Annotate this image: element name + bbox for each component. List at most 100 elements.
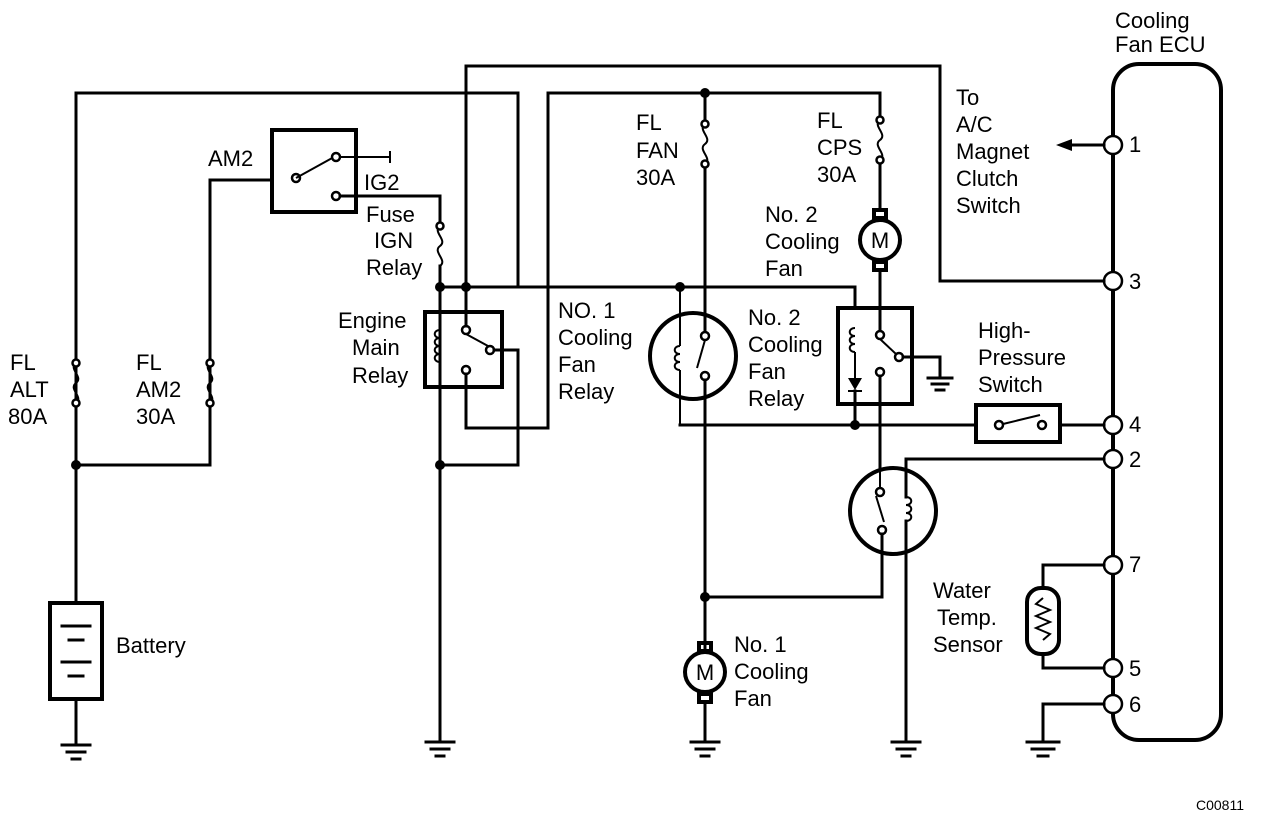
fuse-ign-line2: IGN: [374, 228, 413, 253]
wire-no3-relay-to-ecu-2: [904, 457, 1106, 499]
no3-relay-coil: [905, 496, 913, 522]
ground-icon: [60, 743, 92, 761]
high-pressure-line1: High-: [978, 318, 1031, 343]
fuse-fl-alt-terminal-bottom: [71, 398, 81, 408]
fl-fan-label: FL FAN 30A: [636, 110, 679, 190]
no1-fan-line3: Fan: [734, 686, 772, 711]
fl-fan-line3: 30A: [636, 165, 675, 190]
no2-fan-line1: No. 2: [765, 202, 818, 227]
wire-main-relay-return: [438, 348, 520, 467]
ignition-switch-blade: [295, 156, 335, 179]
water-temp-sensor-box: [1025, 586, 1061, 656]
fuse-ign-line3: Relay: [366, 255, 422, 280]
battery-label: Battery: [116, 633, 186, 658]
am2-label: AM2: [208, 146, 253, 171]
no2-relay-line1: No. 2: [748, 305, 801, 330]
no1-fan-label: No. 1 Cooling Fan: [734, 632, 809, 711]
ignition-switch-terminal-st: [330, 151, 342, 163]
water-temp-line1: Water: [933, 578, 991, 603]
high-pressure-switch-terminal-left: [993, 419, 1005, 431]
no1-relay-label: NO. 1 Cooling Fan Relay: [558, 298, 633, 404]
no2-relay-contact-top: [874, 329, 886, 341]
no2-relay-coil: [848, 327, 856, 353]
ground-icon: [1025, 740, 1061, 758]
ecu-pin-2: [1102, 448, 1124, 470]
engine-main-line3: Relay: [352, 363, 408, 388]
fl-am2-line3: 30A: [136, 404, 175, 429]
wire-battery-am2: [74, 178, 274, 602]
fuse-fl-am2-terminal-top: [205, 358, 215, 368]
water-temp-resistor-icon: [1033, 597, 1053, 641]
no1-relay-coil: [673, 345, 681, 371]
fl-cps-line3: 30A: [817, 162, 856, 187]
fuse-fl-alt: [72, 362, 80, 404]
wire-ecu-6-to-ground: [1041, 702, 1106, 742]
no2-relay-line3: Fan: [748, 359, 786, 384]
to-ac-line3: Magnet: [956, 139, 1029, 164]
figure-code: C00811: [1196, 797, 1244, 813]
high-pressure-line2: Pressure: [978, 345, 1066, 370]
ground-icon: [926, 376, 954, 392]
water-temp-line2: Temp.: [937, 605, 997, 630]
ignition-switch-box: [270, 128, 358, 214]
wire-water-temp-to-ecu-7: [1041, 563, 1106, 590]
fl-fan-line1: FL: [636, 110, 662, 135]
ecu-pin-7: [1102, 554, 1124, 576]
no1-relay-blade: [696, 339, 706, 369]
wire-water-temp-to-ecu-5: [1041, 652, 1106, 670]
no2-fan-line2: Cooling: [765, 229, 840, 254]
no1-relay-contact-top: [699, 330, 711, 342]
no2-fan-motor-cap-top: [872, 208, 888, 220]
fuse-fl-cps: [876, 119, 884, 161]
fuse-fl-fan: [701, 123, 709, 165]
wire-ig2: [338, 194, 442, 226]
ecu-pin-label-1: 1: [1129, 132, 1141, 157]
ecu-pin-label-2: 2: [1129, 447, 1141, 472]
no3-relay-contact-top: [874, 486, 886, 498]
fuse-fl-fan-terminal-bottom: [700, 159, 710, 169]
ac-arrow-head: [1056, 139, 1072, 151]
to-ac-line2: A/C: [956, 112, 993, 137]
high-pressure-switch-terminal-right: [1036, 419, 1048, 431]
to-ac-line1: To: [956, 85, 979, 110]
ecu-pin-5: [1102, 657, 1124, 679]
fl-alt-label: FL ALT 80A: [8, 350, 49, 429]
no2-relay-diode-icon: [848, 378, 862, 390]
to-ac-line5: Switch: [956, 193, 1021, 218]
wire-relay-bus: [438, 285, 857, 310]
fuse-ign-label: Fuse IGN Relay: [366, 202, 422, 280]
ecu-pin-label-7: 7: [1129, 552, 1141, 577]
no2-relay-blade: [879, 338, 897, 355]
ecu-pin-label-4: 4: [1129, 412, 1141, 437]
fl-cps-line1: FL: [817, 108, 843, 133]
ecu-pin-1: [1102, 134, 1124, 156]
engine-main-relay-coil: [433, 329, 441, 363]
engine-main-line1: Engine: [338, 308, 407, 333]
fuse-ign-line1: Fuse: [366, 202, 415, 227]
fl-fan-line2: FAN: [636, 138, 679, 163]
fl-am2-label: FL AM2 30A: [136, 350, 181, 429]
engine-main-line2: Main: [352, 335, 400, 360]
no2-relay-line4: Relay: [748, 386, 804, 411]
ecu-title-line2: Fan ECU: [1115, 32, 1205, 57]
fuse-fl-fan-terminal-top: [700, 119, 710, 129]
fl-cps-label: FL CPS 30A: [817, 108, 862, 187]
no2-fan-motor-symbol: M: [871, 228, 889, 253]
no2-fan-label: No. 2 Cooling Fan: [765, 202, 840, 281]
no1-fan-line2: Cooling: [734, 659, 809, 684]
fuse-ign-relay-terminal-top: [435, 221, 445, 231]
junction-no1-fan: [700, 592, 710, 602]
fl-am2-line1: FL: [136, 350, 162, 375]
no1-relay-circle: [648, 311, 738, 401]
wire-to-ecu-3: [464, 64, 1106, 289]
high-pressure-switch-blade: [1002, 414, 1041, 425]
no2-fan-line3: Fan: [765, 256, 803, 281]
engine-main-relay-blade: [465, 333, 489, 347]
engine-main-relay-label: Engine Main Relay: [338, 308, 408, 388]
ecu-pin-4: [1102, 414, 1124, 436]
fuse-fl-cps-terminal-top: [875, 115, 885, 125]
fuse-fl-am2-terminal-bottom: [205, 398, 215, 408]
ecu-pin-label-5: 5: [1129, 656, 1141, 681]
